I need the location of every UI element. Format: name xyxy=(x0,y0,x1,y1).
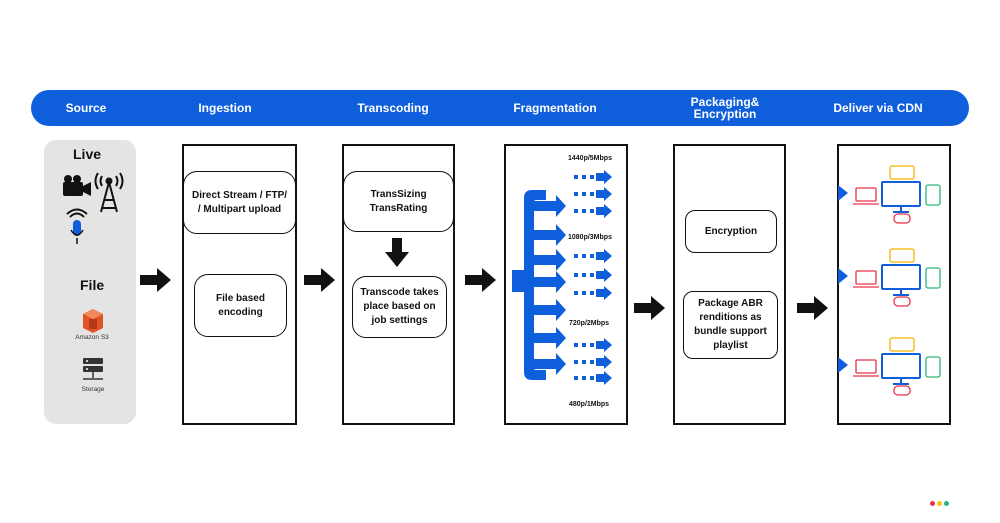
stage-title-transcoding: Transcoding xyxy=(357,101,429,115)
arrow-right-icon xyxy=(634,296,665,320)
resolution-label-1080p: 1080p/3Mbps xyxy=(568,234,612,241)
stage-title-packaging-line2: Encryption xyxy=(693,107,757,121)
file-encoding-box: File based encoding xyxy=(194,274,287,337)
pointer-icon xyxy=(838,185,848,201)
laptop-icon xyxy=(853,359,879,377)
monitor-icon xyxy=(881,353,921,385)
stage-title-fragmentation: Fragmentation xyxy=(513,101,597,115)
video-camera-icon xyxy=(63,175,91,196)
fragmentation-diagram xyxy=(512,170,612,385)
trunk-shape xyxy=(512,190,546,380)
phone-landscape-icon xyxy=(889,248,915,263)
package-abr-box: Package ABR renditions as bundle support… xyxy=(683,291,778,359)
live-label: Live xyxy=(73,146,102,162)
tablet-icon xyxy=(925,356,941,378)
pointer-icon xyxy=(838,268,848,284)
dashed-arrows xyxy=(574,170,612,385)
transcode-job-box: Transcode takes place based on job setti… xyxy=(352,276,447,338)
transrating-label: TransRating xyxy=(369,202,428,214)
device-group xyxy=(838,165,941,224)
stage-title-ingestion: Ingestion xyxy=(198,101,252,115)
encryption-box: Encryption xyxy=(685,210,777,253)
amazon-s3-icon xyxy=(83,309,103,333)
stage-title-deliver: Deliver via CDN xyxy=(833,101,923,115)
monitor-icon xyxy=(881,181,921,213)
gamepad-icon xyxy=(893,213,911,224)
transsizing-label: TransSizing xyxy=(370,188,427,200)
device-group xyxy=(838,337,941,396)
arrow-down-icon xyxy=(385,238,409,267)
gamepad-icon xyxy=(893,385,911,396)
brand-logo-dots xyxy=(930,493,951,511)
arrow-right-icon xyxy=(465,268,496,292)
logo-dot-yellow xyxy=(937,501,942,506)
stage-header-bar xyxy=(31,90,969,126)
storage-label: Storage xyxy=(81,386,105,393)
stage-title-packaging: Packaging& Encryption xyxy=(675,96,775,120)
device-group xyxy=(838,248,941,307)
logo-dot-green xyxy=(944,501,949,506)
direct-stream-box: Direct Stream / FTP/ / Multipart upload xyxy=(183,171,296,234)
tablet-icon xyxy=(925,184,941,206)
transsizing-box: TransSizing TransRating xyxy=(343,171,454,232)
arrow-right-icon xyxy=(140,268,171,292)
live-icons xyxy=(63,172,124,244)
pointer-icon xyxy=(838,357,848,373)
stage-title-source: Source xyxy=(65,101,107,115)
resolution-label-720p: 720p/2Mbps xyxy=(569,320,610,327)
laptop-icon xyxy=(853,270,879,288)
branch-arrows xyxy=(534,195,566,375)
resolution-label-480p: 480p/1Mbps xyxy=(569,401,610,408)
microphone-icon xyxy=(66,208,88,244)
logo-dot-red xyxy=(930,501,935,506)
laptop-icon xyxy=(853,187,879,205)
phone-landscape-icon xyxy=(889,337,915,352)
cdn-device-groups xyxy=(838,165,941,396)
arrow-right-icon xyxy=(797,296,828,320)
stage-title-packaging-line1: Packaging& xyxy=(690,95,760,109)
arrow-right-icon xyxy=(304,268,335,292)
packaging-box xyxy=(673,144,786,425)
tablet-icon xyxy=(925,267,941,289)
monitor-icon xyxy=(881,264,921,296)
file-label: File xyxy=(80,277,105,293)
antenna-tower-icon xyxy=(94,172,124,213)
storage-server-icon xyxy=(83,358,103,380)
s3-label: Amazon S3 xyxy=(75,334,109,341)
resolution-label-1440p: 1440p/5Mbps xyxy=(568,155,612,162)
phone-landscape-icon xyxy=(889,165,915,180)
gamepad-icon xyxy=(893,296,911,307)
